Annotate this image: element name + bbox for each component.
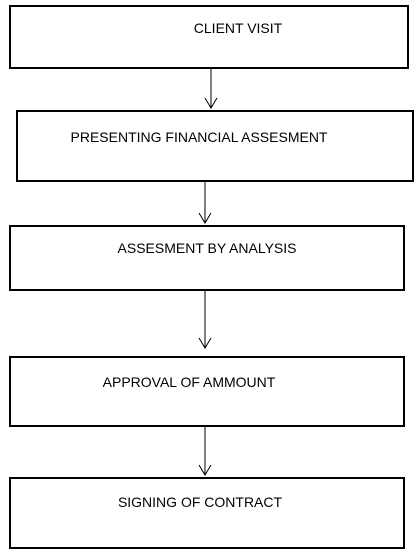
arrow-3-to-4 [198, 291, 212, 349]
flow-step-approval-of-amount: APPROVAL OF AMMOUNT [9, 356, 405, 427]
arrow-4-to-5 [198, 427, 212, 476]
flow-step-label: PRESENTING FINANCIAL ASSESMENT [70, 129, 328, 145]
flow-step-signing-of-contract: SIGNING OF CONTRACT [9, 477, 405, 549]
flow-step-assessment-by-analysis: ASSESMENT BY ANALYSIS [9, 225, 405, 291]
flow-step-label: ASSESMENT BY ANALYSIS [117, 240, 297, 256]
flow-step-client-visit: CLIENT VISIT [9, 5, 409, 69]
flow-step-presenting-financial-assessment: PRESENTING FINANCIAL ASSESMENT [16, 110, 414, 182]
flow-step-label: APPROVAL OF AMMOUNT [102, 374, 276, 390]
arrow-2-to-3 [198, 182, 212, 224]
arrow-1-to-2 [204, 69, 218, 109]
flow-step-label: SIGNING OF CONTRACT [117, 494, 283, 510]
flow-step-label: CLIENT VISIT [193, 20, 283, 36]
